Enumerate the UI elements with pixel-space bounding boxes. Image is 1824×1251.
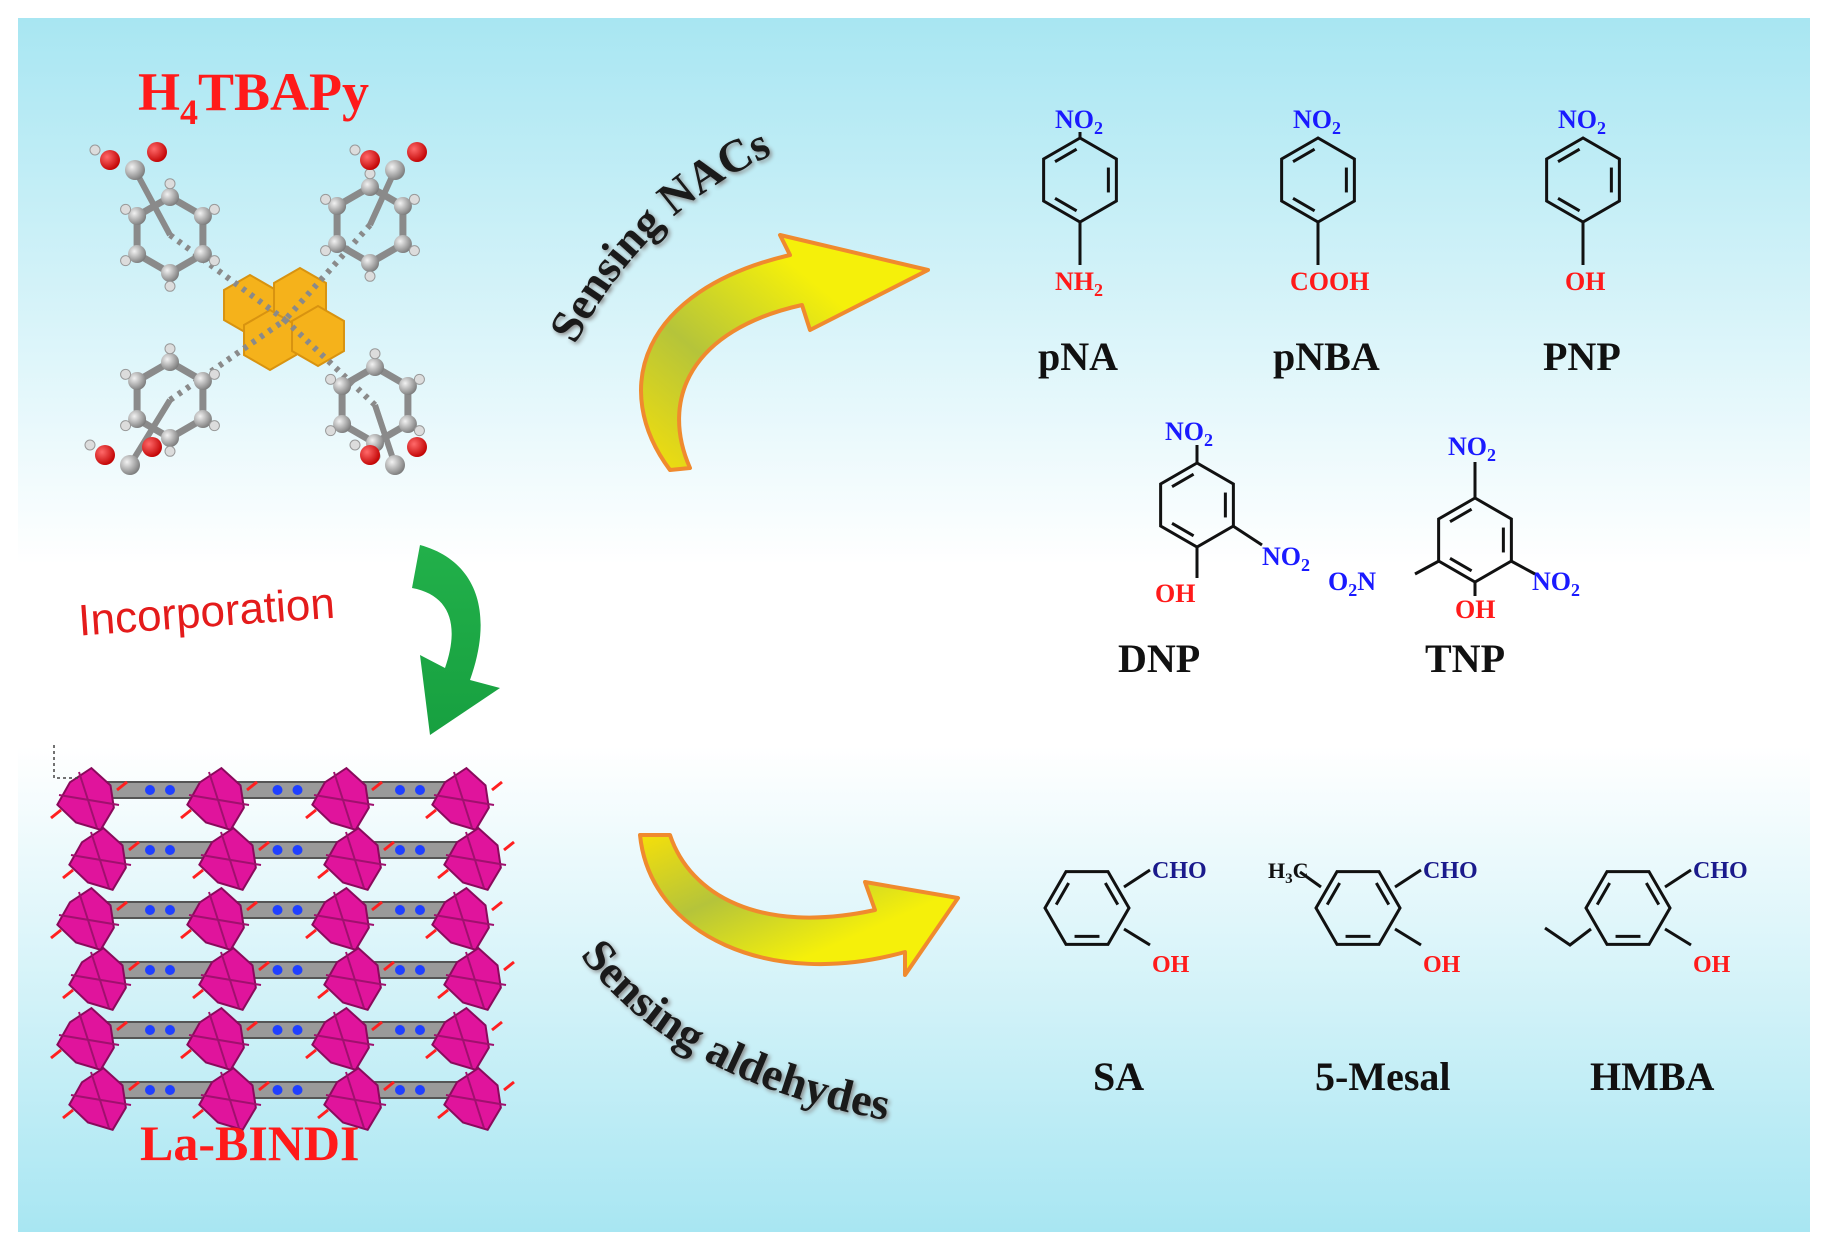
svg-text:CHO: CHO (1152, 858, 1207, 884)
svg-text:OH: OH (1565, 267, 1605, 296)
svg-text:NO2: NO2 (1262, 542, 1310, 575)
carbon-atom (193, 245, 212, 263)
structure-sa: CHO OH SA (1043, 858, 1207, 1099)
carbon-atom (333, 377, 352, 395)
carbon-atom (333, 415, 352, 433)
label-sa: SA (1093, 1054, 1144, 1099)
carbon-atom (361, 254, 379, 272)
svg-text:OH: OH (1455, 595, 1495, 624)
carbon-atom (161, 429, 179, 447)
svg-text:OH: OH (1693, 952, 1731, 978)
svg-text:CHO: CHO (1693, 858, 1748, 884)
carbon-atom (128, 245, 147, 263)
oxygen-atom (407, 437, 427, 457)
framework-structure (50, 766, 515, 1131)
svg-text:OH: OH (1155, 579, 1195, 608)
carbon-atom (128, 372, 147, 390)
label-dnp: DNP (1118, 636, 1200, 681)
linker-molecule-model (84, 142, 427, 475)
structure-dnp: NO2 NO2 OH DNP (1118, 417, 1310, 681)
carbon-atom (398, 377, 417, 395)
carbon-atom (393, 197, 412, 215)
structure-hmba: CHO OH HMBA (1544, 858, 1748, 1099)
pyrene-core-ring (291, 304, 345, 368)
carbon-atom (161, 188, 179, 206)
oxygen-atom (95, 445, 115, 465)
structure-pnba: NO2 COOH pNBA (1273, 105, 1380, 379)
sensing-nacs-arrow (639, 233, 930, 472)
label-hmba: HMBA (1590, 1054, 1715, 1099)
carbon-atom (161, 353, 179, 371)
ring-sa (1043, 870, 1131, 946)
incorporation-arrow (412, 545, 500, 735)
oxygen-atom (147, 142, 167, 162)
carbon-atom (361, 178, 379, 196)
carbon-atom (193, 410, 212, 428)
svg-text:NH2: NH2 (1055, 267, 1103, 300)
svg-text:OH: OH (1423, 952, 1461, 978)
svg-text:NO2: NO2 (1448, 432, 1496, 465)
carbon-atom (366, 358, 384, 376)
ring-mesal (1314, 870, 1402, 946)
carbon-atom (161, 264, 179, 282)
label-pnba: pNBA (1273, 334, 1380, 379)
svg-text:NO2: NO2 (1558, 105, 1606, 138)
sensing-aldehydes-arrow (638, 833, 960, 977)
carbon-atom (128, 410, 147, 428)
structure-pnp: NO2 OH PNP (1543, 105, 1621, 379)
svg-text:H3C: H3C (1268, 858, 1309, 887)
label-tnp: TNP (1425, 636, 1505, 681)
linker-title: H4TBAPy (138, 62, 369, 132)
carbon-atom (193, 207, 212, 225)
svg-text:COOH: COOH (1290, 267, 1369, 296)
carbon-atom (328, 197, 347, 215)
svg-text:OH: OH (1152, 952, 1190, 978)
oxygen-atom (100, 150, 120, 170)
framework-title: La-BINDI (140, 1115, 359, 1171)
oxygen-atom (142, 437, 162, 457)
svg-text:CHO: CHO (1423, 858, 1478, 884)
svg-text:NO2: NO2 (1055, 105, 1103, 138)
structure-mesal: H3C CHO OH 5-Mesal (1268, 858, 1478, 1099)
label-pna: pNA (1038, 334, 1118, 379)
label-pnp: PNP (1543, 334, 1621, 379)
carbon-atom (328, 235, 347, 253)
structure-tnp: NO2 O2N NO2 OH TNP (1328, 432, 1580, 681)
oxygen-atom (407, 142, 427, 162)
ring-hmba (1584, 870, 1672, 946)
carbon-atom (128, 207, 147, 225)
oxygen-atom (360, 150, 380, 170)
carbon-atom (398, 415, 417, 433)
svg-text:NO2: NO2 (1293, 105, 1341, 138)
oxygen-atom (360, 445, 380, 465)
carbon-atom (393, 235, 412, 253)
substituent-bonds (1078, 132, 1585, 596)
svg-text:NO2: NO2 (1165, 417, 1213, 450)
carbon-atom (193, 372, 212, 390)
axis-indicator (53, 745, 80, 779)
svg-text:NO2: NO2 (1532, 567, 1580, 600)
svg-text:O2N: O2N (1328, 567, 1376, 600)
label-mesal: 5-Mesal (1315, 1054, 1451, 1099)
